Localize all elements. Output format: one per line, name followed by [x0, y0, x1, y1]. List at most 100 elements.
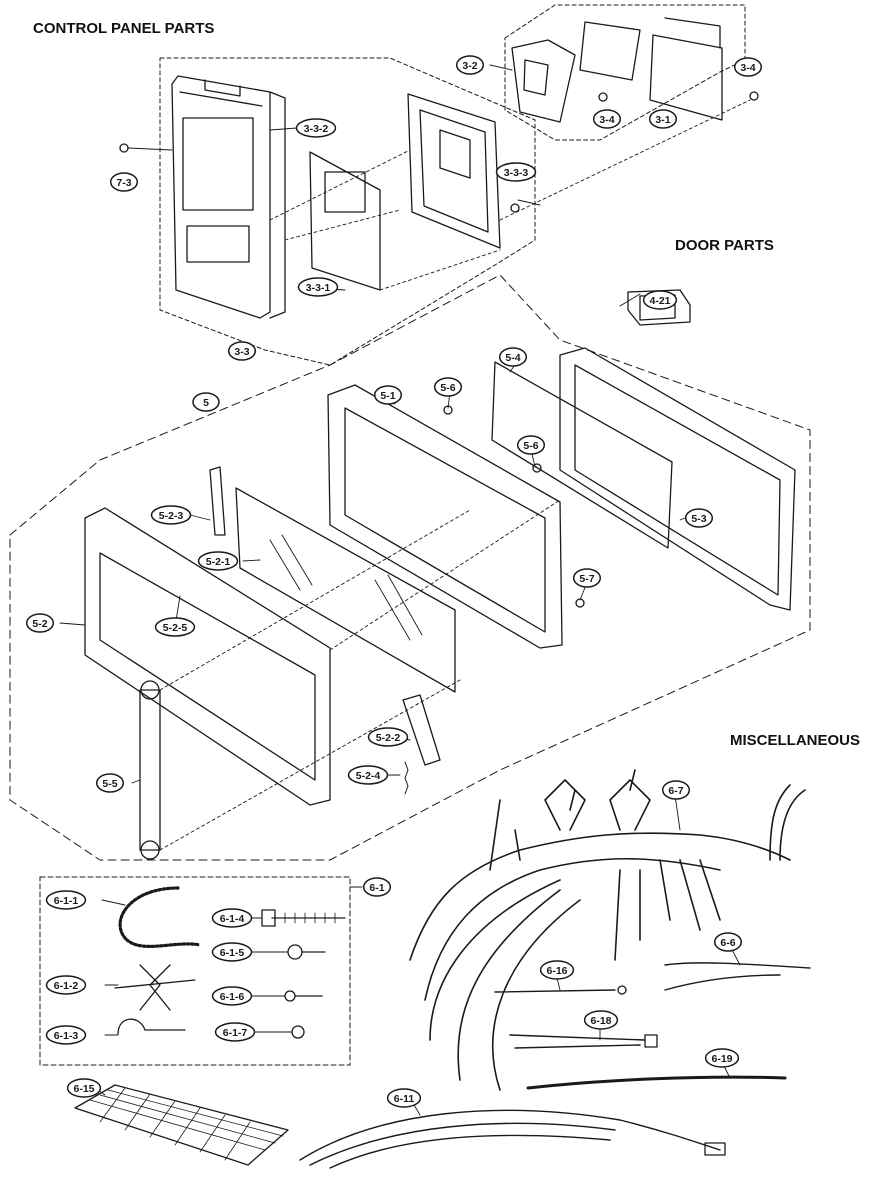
callout-label: 6-1-2 — [54, 980, 79, 992]
callout-3-4: 3-4 — [592, 109, 622, 129]
callout-label: 5-1 — [380, 390, 395, 402]
display-module — [511, 17, 723, 123]
callout-label: 6-1-3 — [54, 1030, 79, 1042]
section-title-control-panel: CONTROL PANEL PARTS — [33, 20, 215, 37]
misc-group — [39, 769, 811, 1169]
callout-6-1-1: 6-1-1 — [45, 890, 87, 910]
callout-5-6: 5-6 — [516, 435, 546, 455]
callout-6-1-3: 6-1-3 — [45, 1025, 87, 1045]
callout-4-21: 4-21 — [642, 290, 678, 310]
callout-label: 3-1 — [655, 114, 670, 126]
callout-6-6: 6-6 — [713, 932, 743, 952]
bolt-6-1-4 — [261, 909, 346, 927]
membrane-sheet — [309, 151, 381, 291]
callout-label: 5 — [203, 397, 209, 409]
wire-6-16 — [494, 989, 616, 993]
wire-6-18 — [509, 1034, 646, 1049]
screw-3-4-b — [749, 91, 759, 101]
latch-arm-5-2-3 — [209, 466, 226, 536]
callout-label: 6-1-4 — [220, 913, 245, 925]
callout-3-3-2: 3-3-2 — [295, 118, 337, 138]
harness-6-6 — [664, 962, 811, 991]
callout-5-2-2: 5-2-2 — [367, 727, 409, 747]
callout-5: 5 — [192, 392, 220, 412]
screw-3-4-a — [598, 92, 608, 102]
callout-label: 3-4 — [740, 62, 755, 74]
callout-6-1-5: 6-1-5 — [211, 942, 253, 962]
callout-5-1: 5-1 — [373, 385, 403, 405]
door-boundary — [9, 274, 811, 861]
callout-label: 5-2-2 — [376, 732, 401, 744]
control-panel-boundary — [159, 57, 536, 366]
callout-6-1-6: 6-1-6 — [211, 986, 253, 1006]
callout-label: 5-2-3 — [159, 510, 184, 522]
screw-5-7 — [575, 598, 585, 608]
callout-label: 5-2-1 — [206, 556, 231, 568]
callout-label: 3-3-3 — [504, 167, 529, 179]
callout-label: 6-1 — [369, 882, 384, 894]
harness-6-11 — [299, 1109, 721, 1169]
callout-label: 6-7 — [668, 785, 683, 797]
main-harness-6-7 — [409, 769, 806, 1091]
callout-label: 5-4 — [505, 352, 520, 364]
callout-5-3: 5-3 — [684, 508, 714, 528]
callout-label: 6-15 — [73, 1083, 94, 1095]
callout-label: 6-1-1 — [54, 895, 79, 907]
callout-3-4: 3-4 — [733, 57, 763, 77]
callout-label: 6-6 — [720, 937, 735, 949]
callout-label: 7-3 — [116, 177, 131, 189]
callout-label: 5-5 — [102, 778, 117, 790]
door-handle — [139, 680, 161, 860]
screw-7-3 — [119, 143, 129, 153]
callout-label: 6-19 — [711, 1053, 732, 1065]
spring-5-2-4 — [404, 761, 409, 795]
callout-7-3: 7-3 — [109, 172, 139, 192]
callout-6-19: 6-19 — [704, 1048, 740, 1068]
section-title-door: DOOR PARTS — [675, 237, 774, 254]
callout-5-2-4: 5-2-4 — [347, 765, 389, 785]
callout-label: 4-21 — [649, 295, 670, 307]
door-glass — [235, 487, 456, 693]
callout-6-16: 6-16 — [539, 960, 575, 980]
callout-5-7: 5-7 — [572, 568, 602, 588]
callout-6-15: 6-15 — [66, 1078, 102, 1098]
door-front-panel — [84, 507, 331, 806]
control-panel-front — [171, 75, 286, 319]
washer-6-1-7 — [291, 1025, 305, 1039]
cable-6-19 — [526, 1075, 787, 1090]
control-panel-group — [119, 4, 759, 366]
callout-6-7: 6-7 — [661, 780, 691, 800]
callout-6-1-2: 6-1-2 — [45, 975, 87, 995]
control-board-frame — [407, 93, 501, 249]
callout-label: 3-4 — [599, 114, 614, 126]
callout-3-1: 3-1 — [648, 109, 678, 129]
callout-5-5: 5-5 — [95, 773, 125, 793]
section-title-misc: MISCELLANEOUS — [730, 732, 861, 749]
callout-5-2-5: 5-2-5 — [154, 617, 196, 637]
callout-label: 6-18 — [590, 1015, 611, 1027]
callout-5-2-1: 5-2-1 — [197, 551, 239, 571]
callout-label: 3-3-1 — [306, 282, 331, 294]
rack-6-15 — [74, 1084, 289, 1166]
screw-6-1-6 — [284, 990, 323, 1002]
callout-5-2: 5-2 — [25, 613, 55, 633]
callout-label: 6-1-6 — [220, 991, 245, 1003]
chain-6-1-1 — [118, 886, 202, 948]
callout-label: 5-7 — [579, 573, 594, 585]
screw-6-1-5 — [287, 944, 326, 960]
callout-6-18: 6-18 — [583, 1010, 619, 1030]
latch-arm-5-2-2 — [402, 694, 441, 766]
callout-label: 6-16 — [546, 965, 567, 977]
screw-5-6-a — [443, 405, 453, 415]
callout-label: 5-6 — [440, 382, 455, 394]
callout-6-11: 6-11 — [386, 1088, 422, 1108]
callout-6-1: 6-1 — [362, 877, 392, 897]
hook-6-1-3 — [117, 1018, 186, 1035]
callout-6-1-4: 6-1-4 — [211, 908, 253, 928]
screw-3-3-3 — [510, 203, 520, 213]
callout-6-1-7: 6-1-7 — [214, 1022, 256, 1042]
choke-sheet — [491, 361, 673, 549]
callout-label: 5-6 — [523, 440, 538, 452]
